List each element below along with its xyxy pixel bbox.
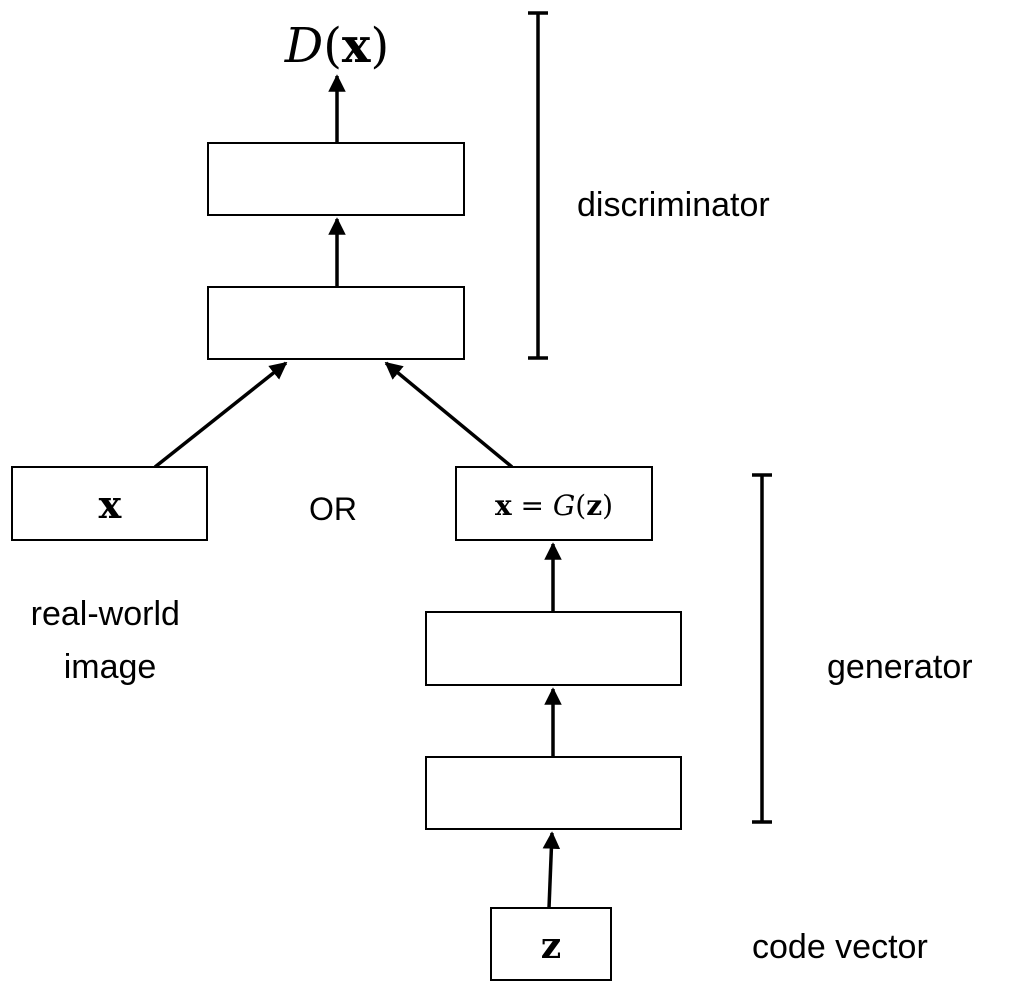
real-input-label: x <box>99 482 122 527</box>
discriminator-output-label: D(x) <box>284 18 390 74</box>
discriminator-layer-top <box>207 142 465 216</box>
generator-layer-top <box>425 611 682 686</box>
generator-layer-bottom <box>425 756 682 830</box>
arrow-real-to-disc <box>153 361 288 469</box>
arrow-code-to-gen <box>542 831 561 909</box>
code-vector-label: code vector <box>752 928 928 966</box>
generator-bracket <box>752 473 772 824</box>
generator-label: generator <box>827 648 973 686</box>
code-vector-input-label: z <box>541 925 561 967</box>
or-label: OR <box>309 491 357 527</box>
code-vector-box <box>490 907 612 981</box>
real-world-image-label: real-world image <box>31 595 190 686</box>
discriminator-bracket <box>528 11 548 360</box>
generated-sample-label: x = G(z) <box>495 489 613 522</box>
real-input-box <box>11 466 208 541</box>
generated-sample-box <box>455 466 653 541</box>
discriminator-label: discriminator <box>577 186 770 224</box>
discriminator-layer-bottom <box>207 286 465 360</box>
arrow-fake-to-disc <box>384 361 514 469</box>
